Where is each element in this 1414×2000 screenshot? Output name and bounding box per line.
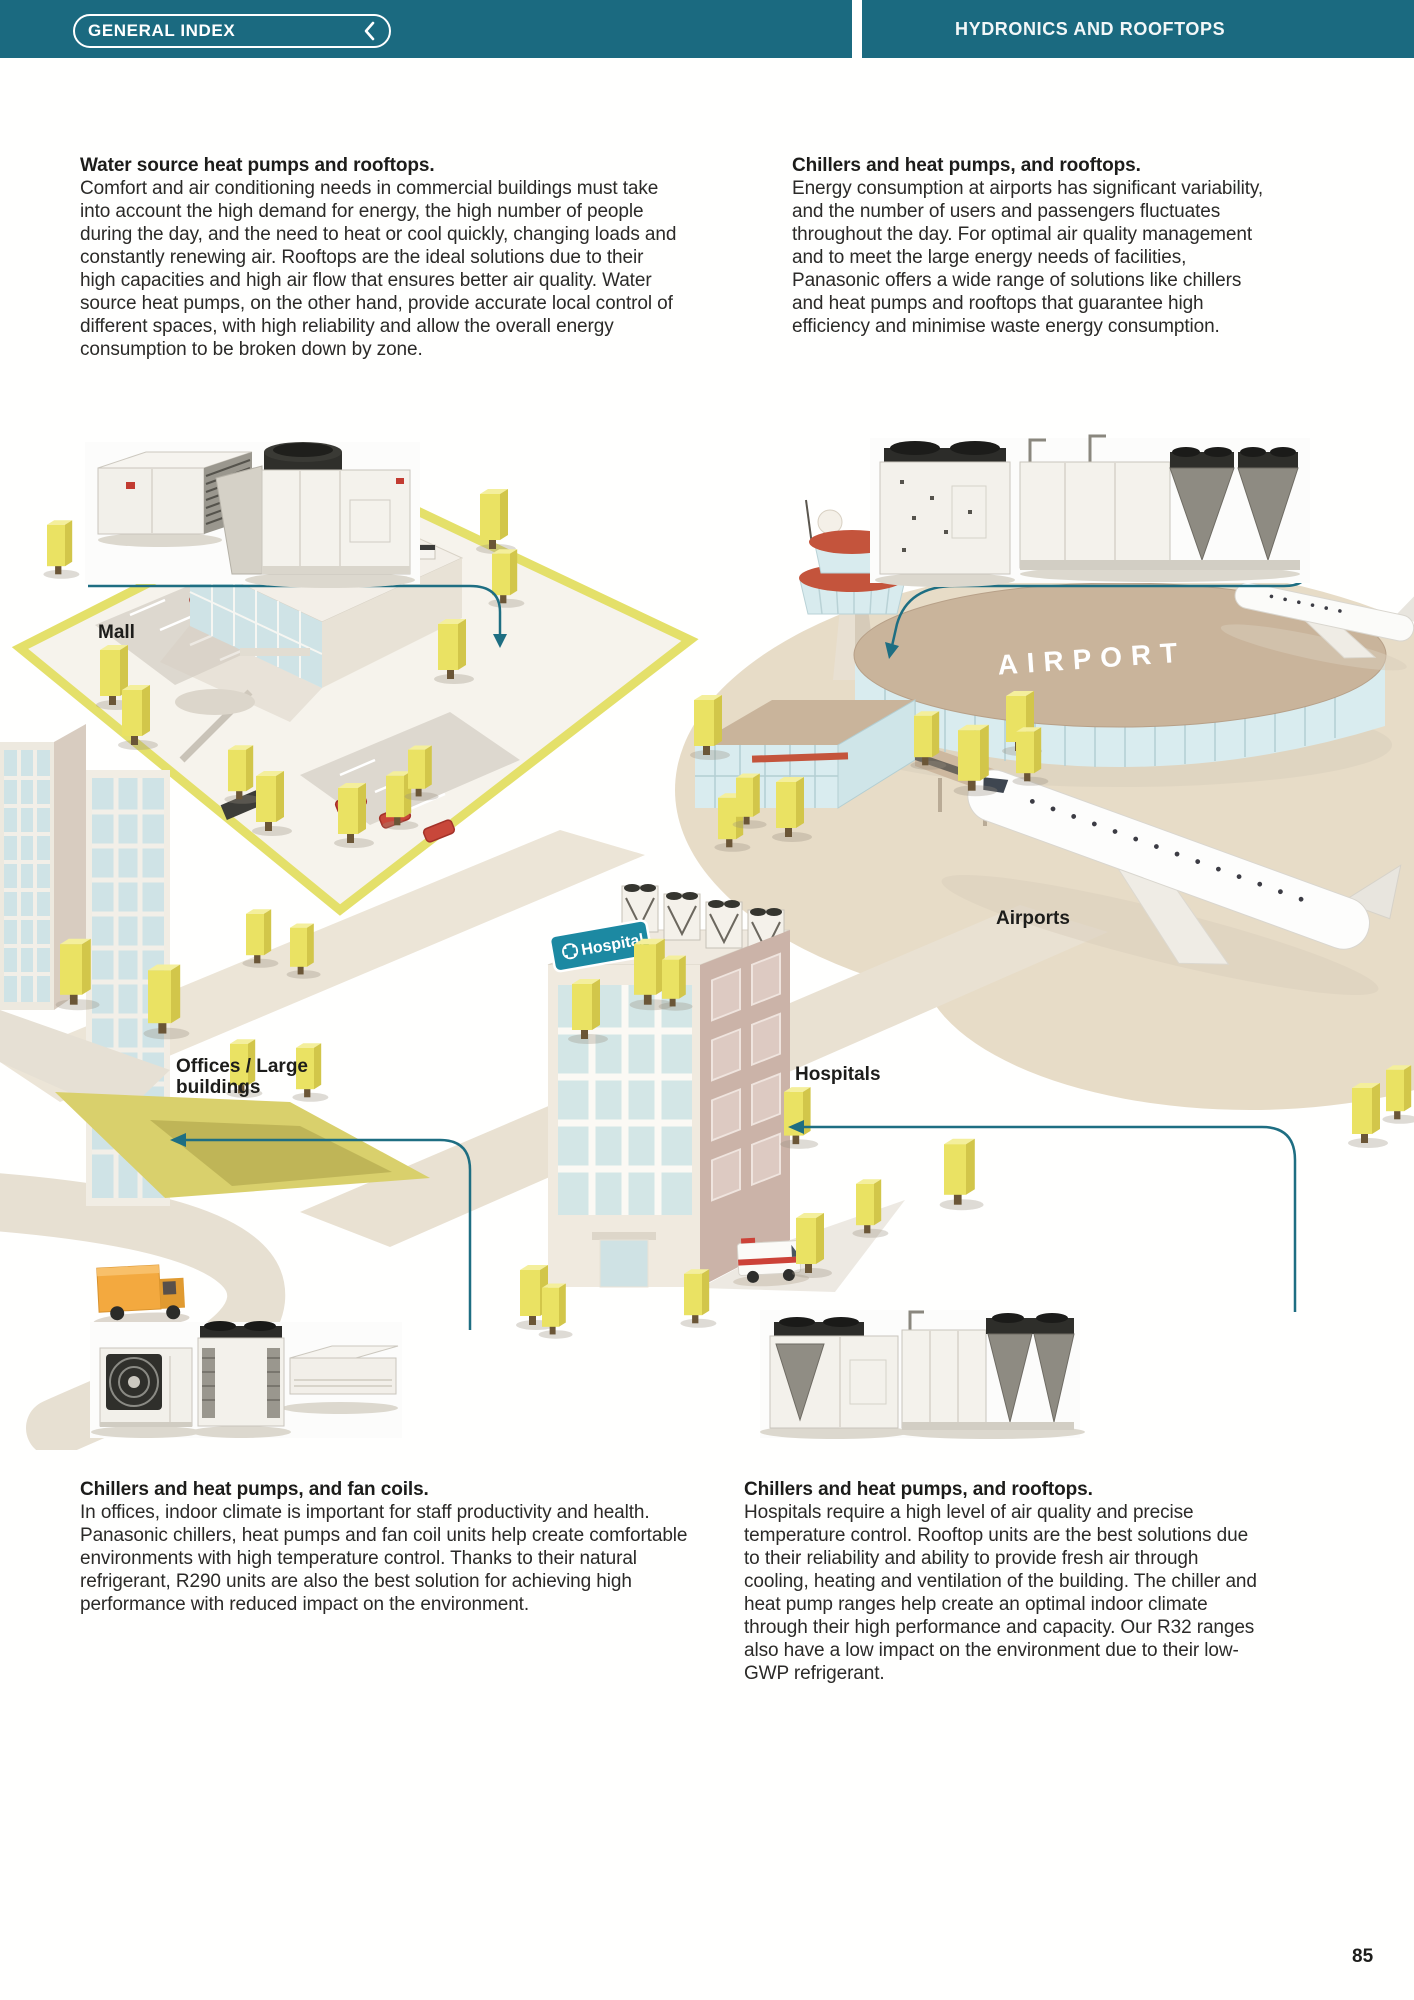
text-block-body: In offices, indoor climate is important … (80, 1502, 688, 1615)
products-chiller-rooftop-airport (870, 434, 1310, 587)
chiller-unit (879, 441, 1011, 575)
scene-illustration: Mall (0, 434, 1414, 1450)
hospital-side-windows (711, 952, 781, 1202)
text-block-hospitals: Chillers and heat pumps, and rooftops. H… (744, 1478, 1266, 1685)
connector-offices (184, 1138, 472, 1330)
hospitals-label: Hospitals (795, 1064, 881, 1085)
header-left-band (0, 0, 852, 58)
chiller-unit-small (197, 1321, 285, 1427)
text-block-body: Comfort and air conditioning needs in co… (80, 178, 677, 360)
connector-arrowheads (170, 634, 899, 1147)
text-block-title: Water source heat pumps and rooftops. (80, 155, 435, 176)
general-index-label: GENERAL INDEX (88, 21, 236, 40)
text-block-body: Hospitals require a high level of air qu… (744, 1502, 1257, 1684)
text-block-title: Chillers and heat pumps, and fan coils. (80, 1479, 429, 1500)
offices-label: Offices / Large buildings (176, 1056, 308, 1098)
ambulance (733, 1237, 810, 1287)
products-rooftops-hospital (760, 1310, 1085, 1439)
text-block-water-source: Water source heat pumps and rooftops. Co… (80, 154, 680, 361)
rooftop-unit-a (769, 1317, 899, 1429)
connector-hospitals (802, 1125, 1297, 1312)
airplane-large (941, 769, 1402, 995)
text-block-offices: Chillers and heat pumps, and fan coils. … (80, 1478, 698, 1616)
office-buildings (0, 724, 430, 1206)
air-source-heat-pump-unit (99, 1347, 193, 1427)
hospital-building: Hospital (547, 884, 905, 1292)
delivery-truck (93, 1264, 190, 1328)
rooftop-unit-b (901, 1310, 1075, 1430)
chevron-left-icon (362, 19, 376, 43)
ducted-fan-coil-unit (289, 1345, 399, 1395)
text-block-title: Chillers and heat pumps, and rooftops. (792, 155, 1141, 176)
page-number: 85 (1352, 1946, 1374, 1967)
airports-label: Airports (996, 908, 1070, 929)
header: GENERAL INDEX HYDRONICS AND ROOFTOPS (0, 0, 1414, 58)
header-right-band (862, 0, 1414, 58)
text-block-title: Chillers and heat pumps, and rooftops. (744, 1479, 1093, 1500)
airplane-small (1220, 582, 1414, 671)
mall-label: Mall (98, 622, 135, 643)
products-water-source-rooftop (85, 442, 420, 588)
rooftop-unit-small (215, 442, 411, 575)
rooftop-unit-large (1019, 434, 1300, 570)
products-chiller-heatpump-fancoil (90, 1321, 402, 1438)
text-block-airports: Chillers and heat pumps, and rooftops. E… (792, 154, 1264, 338)
text-block-body: Energy consumption at airports has signi… (792, 178, 1264, 337)
general-index-button[interactable]: GENERAL INDEX (73, 14, 391, 48)
connector-mall (88, 584, 502, 636)
page-title: HYDRONICS AND ROOFTOPS (955, 18, 1226, 39)
hospital-sign: Hospital (548, 919, 653, 973)
header-divider (852, 0, 862, 58)
